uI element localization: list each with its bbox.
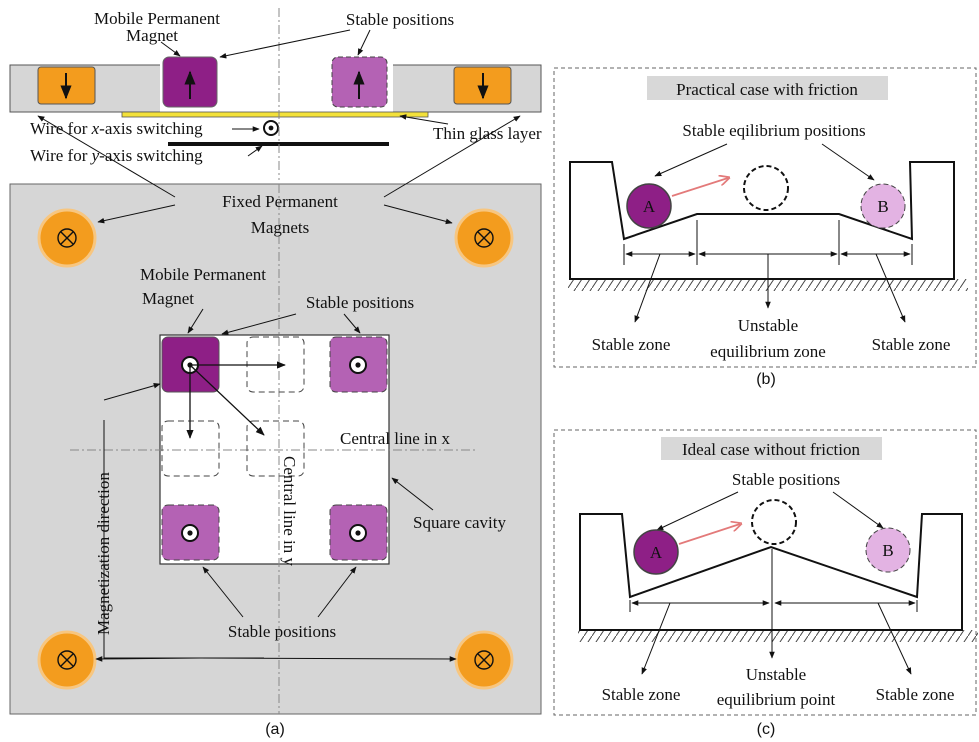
empty-position-center bbox=[246, 420, 305, 477]
top-view: Fixed Permanent Magnets Mobile Permanent… bbox=[9, 115, 542, 738]
label-unstable-b-1: Unstable bbox=[738, 316, 798, 335]
container-b bbox=[569, 161, 955, 280]
motion-arrow-c bbox=[678, 524, 740, 545]
caption-b: (b) bbox=[756, 371, 776, 388]
label-mobile-magnet-2: Magnet bbox=[142, 289, 194, 308]
panel-c-title-box bbox=[661, 437, 882, 460]
panel-c-title: Ideal case without friction bbox=[682, 440, 860, 459]
label-stable-positions-bottom: Stable positions bbox=[228, 622, 336, 641]
fixed-magnet-bottom-left bbox=[37, 630, 97, 690]
label-central-line-x: Central line in x bbox=[340, 429, 451, 448]
side-view: Mobile Permanent Magnet Stable positions… bbox=[9, 8, 542, 180]
circle-cross-icon bbox=[474, 650, 494, 670]
label-thin-glass: Thin glass layer bbox=[433, 124, 542, 143]
label-fixed-magnets: Fixed Permanent bbox=[222, 192, 338, 211]
caption-a: (a) bbox=[265, 721, 285, 738]
label-wire-x: Wire for x-axis switching bbox=[30, 119, 203, 138]
circle-dot-icon bbox=[349, 356, 367, 374]
fixed-magnet-top-left bbox=[37, 208, 97, 268]
label-unstable-c-1: Unstable bbox=[746, 665, 806, 684]
ball-a-c-label: A bbox=[650, 543, 663, 562]
panel-b: Practical case with friction Stable eqil… bbox=[553, 67, 977, 388]
label-mobile-magnet-top: Mobile Permanent bbox=[94, 9, 220, 28]
label-stable-zone-right-b: Stable zone bbox=[872, 335, 951, 354]
ball-b-b-label: B bbox=[877, 197, 888, 216]
label-unstable-b-2: equilibrium zone bbox=[710, 342, 826, 361]
label-stable-positions-top: Stable positions bbox=[346, 10, 454, 29]
label-unstable-c-2: equilibrium point bbox=[717, 690, 836, 709]
fixed-magnet-bottom-right bbox=[454, 630, 514, 690]
circle-dot-icon bbox=[349, 524, 367, 542]
ball-a-b-label: A bbox=[643, 197, 656, 216]
ball-center-b bbox=[743, 165, 789, 211]
panel-c: Ideal case without friction Stable posit… bbox=[553, 429, 978, 738]
label-stable-zone-right-c: Stable zone bbox=[876, 685, 955, 704]
circle-dot-icon bbox=[263, 120, 279, 136]
ball-a-c bbox=[633, 529, 679, 575]
circle-dot-icon bbox=[181, 524, 199, 542]
circle-cross-icon bbox=[474, 228, 494, 248]
panel-c-frame bbox=[553, 429, 977, 716]
motion-arrow-b bbox=[671, 178, 728, 197]
ball-a-b bbox=[626, 183, 672, 229]
label-stable-zone-left-b: Stable zone bbox=[592, 335, 671, 354]
label-central-line-y: Central line in y bbox=[280, 456, 299, 567]
ball-b-c bbox=[865, 527, 911, 573]
label-stable-zone-left-c: Stable zone bbox=[602, 685, 681, 704]
hatch-ground-c bbox=[578, 630, 978, 642]
label-mobile-magnet-top-2: Magnet bbox=[126, 26, 178, 45]
caption-c: (c) bbox=[757, 721, 776, 738]
panel-b-frame bbox=[553, 67, 977, 368]
label-fixed-magnets-2: Magnets bbox=[251, 218, 310, 237]
label-square-cavity: Square cavity bbox=[413, 513, 506, 532]
label-mobile-magnet: Mobile Permanent bbox=[140, 265, 266, 284]
container-c bbox=[579, 513, 963, 631]
thin-glass-layer bbox=[121, 111, 429, 118]
label-wire-y: Wire for y-axis switching bbox=[30, 146, 203, 165]
ball-center-c bbox=[751, 499, 797, 545]
circle-cross-icon bbox=[57, 228, 77, 248]
label-stable-eq-positions: Stable eqilibrium positions bbox=[682, 121, 865, 140]
fixed-magnet-top-right bbox=[454, 208, 514, 268]
panel-b-title: Practical case with friction bbox=[676, 80, 858, 99]
panel-b-title-box bbox=[647, 76, 888, 100]
ball-b-b bbox=[860, 183, 906, 229]
ball-b-c-label: B bbox=[882, 541, 893, 560]
circle-cross-icon bbox=[57, 650, 77, 670]
label-stable-positions-mid: Stable positions bbox=[306, 293, 414, 312]
label-stable-positions-c: Stable positions bbox=[732, 470, 840, 489]
